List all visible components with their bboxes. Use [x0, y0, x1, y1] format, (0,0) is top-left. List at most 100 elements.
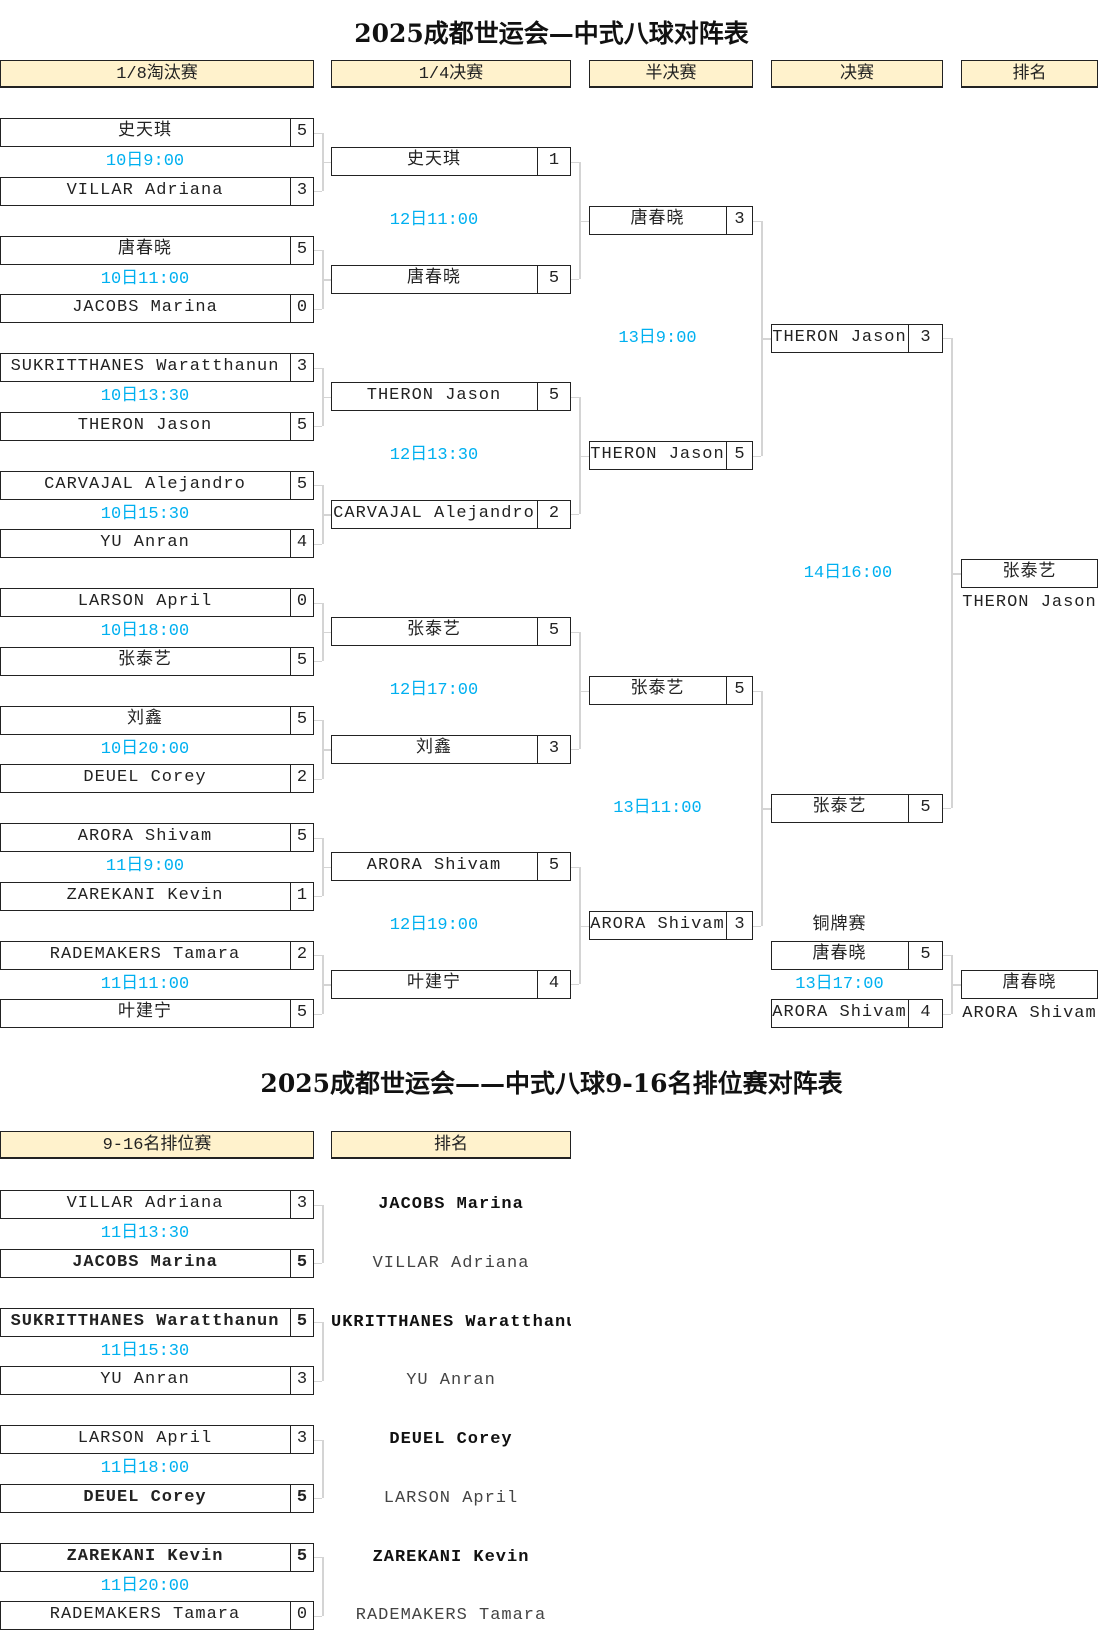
placement-winner: JACOBS Marina: [378, 1195, 524, 1214]
match-time: 10日13:30: [100, 387, 190, 406]
placement-header: 排名: [331, 1131, 571, 1159]
connector-line: [322, 396, 331, 399]
player-slot[interactable]: RADEMAKERS Tamara 0: [0, 1601, 314, 1631]
player-score: 5: [537, 383, 570, 411]
connector-line: [322, 749, 331, 751]
player-name: 张泰艺: [630, 680, 685, 700]
champion-slot-name: 张泰艺: [1002, 562, 1057, 582]
connector-line: [579, 220, 589, 223]
player-name: LARSON April: [77, 592, 213, 611]
player-score: 5: [290, 1249, 313, 1277]
placement-winner: DEUEL Corey: [389, 1430, 513, 1449]
player-score: 5: [537, 618, 570, 646]
match-time: 10日15:30: [100, 504, 190, 524]
player-name: ZAREKANI Kevin: [66, 885, 224, 905]
match-time: 10日9:00: [105, 152, 185, 171]
connector-line: [322, 514, 331, 516]
match-time: 10日20:00: [100, 739, 190, 759]
connector-line: [314, 308, 322, 310]
player-score: 5: [537, 853, 570, 881]
runner-up-name: THERON Jason: [962, 593, 1097, 612]
round-header: 决赛: [771, 60, 943, 88]
player-slot[interactable]: ARORA Shivam 5: [331, 852, 571, 882]
connector-line: [314, 1263, 322, 1265]
champion-slot: 张泰艺: [961, 558, 1098, 588]
connector-line: [314, 955, 322, 956]
player-name: LARSON April: [77, 1429, 213, 1448]
connector-line: [314, 837, 322, 839]
connector-line: [314, 132, 322, 134]
player-score: 3: [290, 354, 313, 381]
player-score: 5: [726, 442, 752, 470]
match-time: 12日11:00: [389, 211, 479, 231]
player-name: 唐春晓: [812, 944, 867, 964]
player-name: RADEMAKERS Tamara: [49, 1605, 241, 1625]
connector-line: [314, 1204, 322, 1206]
match-time: 13日9:00: [618, 328, 697, 348]
connector-line: [571, 984, 579, 986]
connector-line: [314, 720, 322, 721]
player-name: ARORA Shivam: [77, 827, 213, 846]
connector-line: [943, 808, 951, 810]
player-name: RADEMAKERS Tamara: [49, 944, 241, 964]
player-score: 0: [290, 1602, 313, 1630]
player-name: ARORA Shivam: [772, 1003, 907, 1023]
player-name: 唐春晓: [407, 268, 461, 288]
player-name: 叶建宁: [407, 973, 461, 993]
player-score: 5: [290, 236, 313, 264]
player-score: 3: [290, 1426, 313, 1453]
player-slot[interactable]: 唐春晓 5: [331, 264, 571, 294]
player-name: ARORA Shivam: [366, 856, 502, 876]
placement-winner: ZAREKANI Kevin: [372, 1547, 530, 1567]
player-name: ZAREKANI Kevin: [66, 1546, 224, 1566]
player-score: 5: [537, 265, 570, 293]
placement-title: 2025成都世运会——中式八球9-16名排位赛对阵表: [260, 1069, 843, 1098]
player-slot[interactable]: LARSON April 3: [0, 1425, 314, 1454]
match-time: 11日13:30: [100, 1224, 190, 1243]
player-name: YU Anran: [100, 1370, 190, 1390]
player-name: 张泰艺: [118, 650, 172, 670]
connector-line: [571, 749, 579, 751]
connector-line: [761, 808, 771, 810]
connector-line: [579, 925, 589, 928]
placement-loser: RADEMAKERS Tamara: [355, 1606, 547, 1626]
player-name: 唐春晓: [630, 210, 685, 230]
match-time: 11日15:30: [100, 1341, 190, 1361]
